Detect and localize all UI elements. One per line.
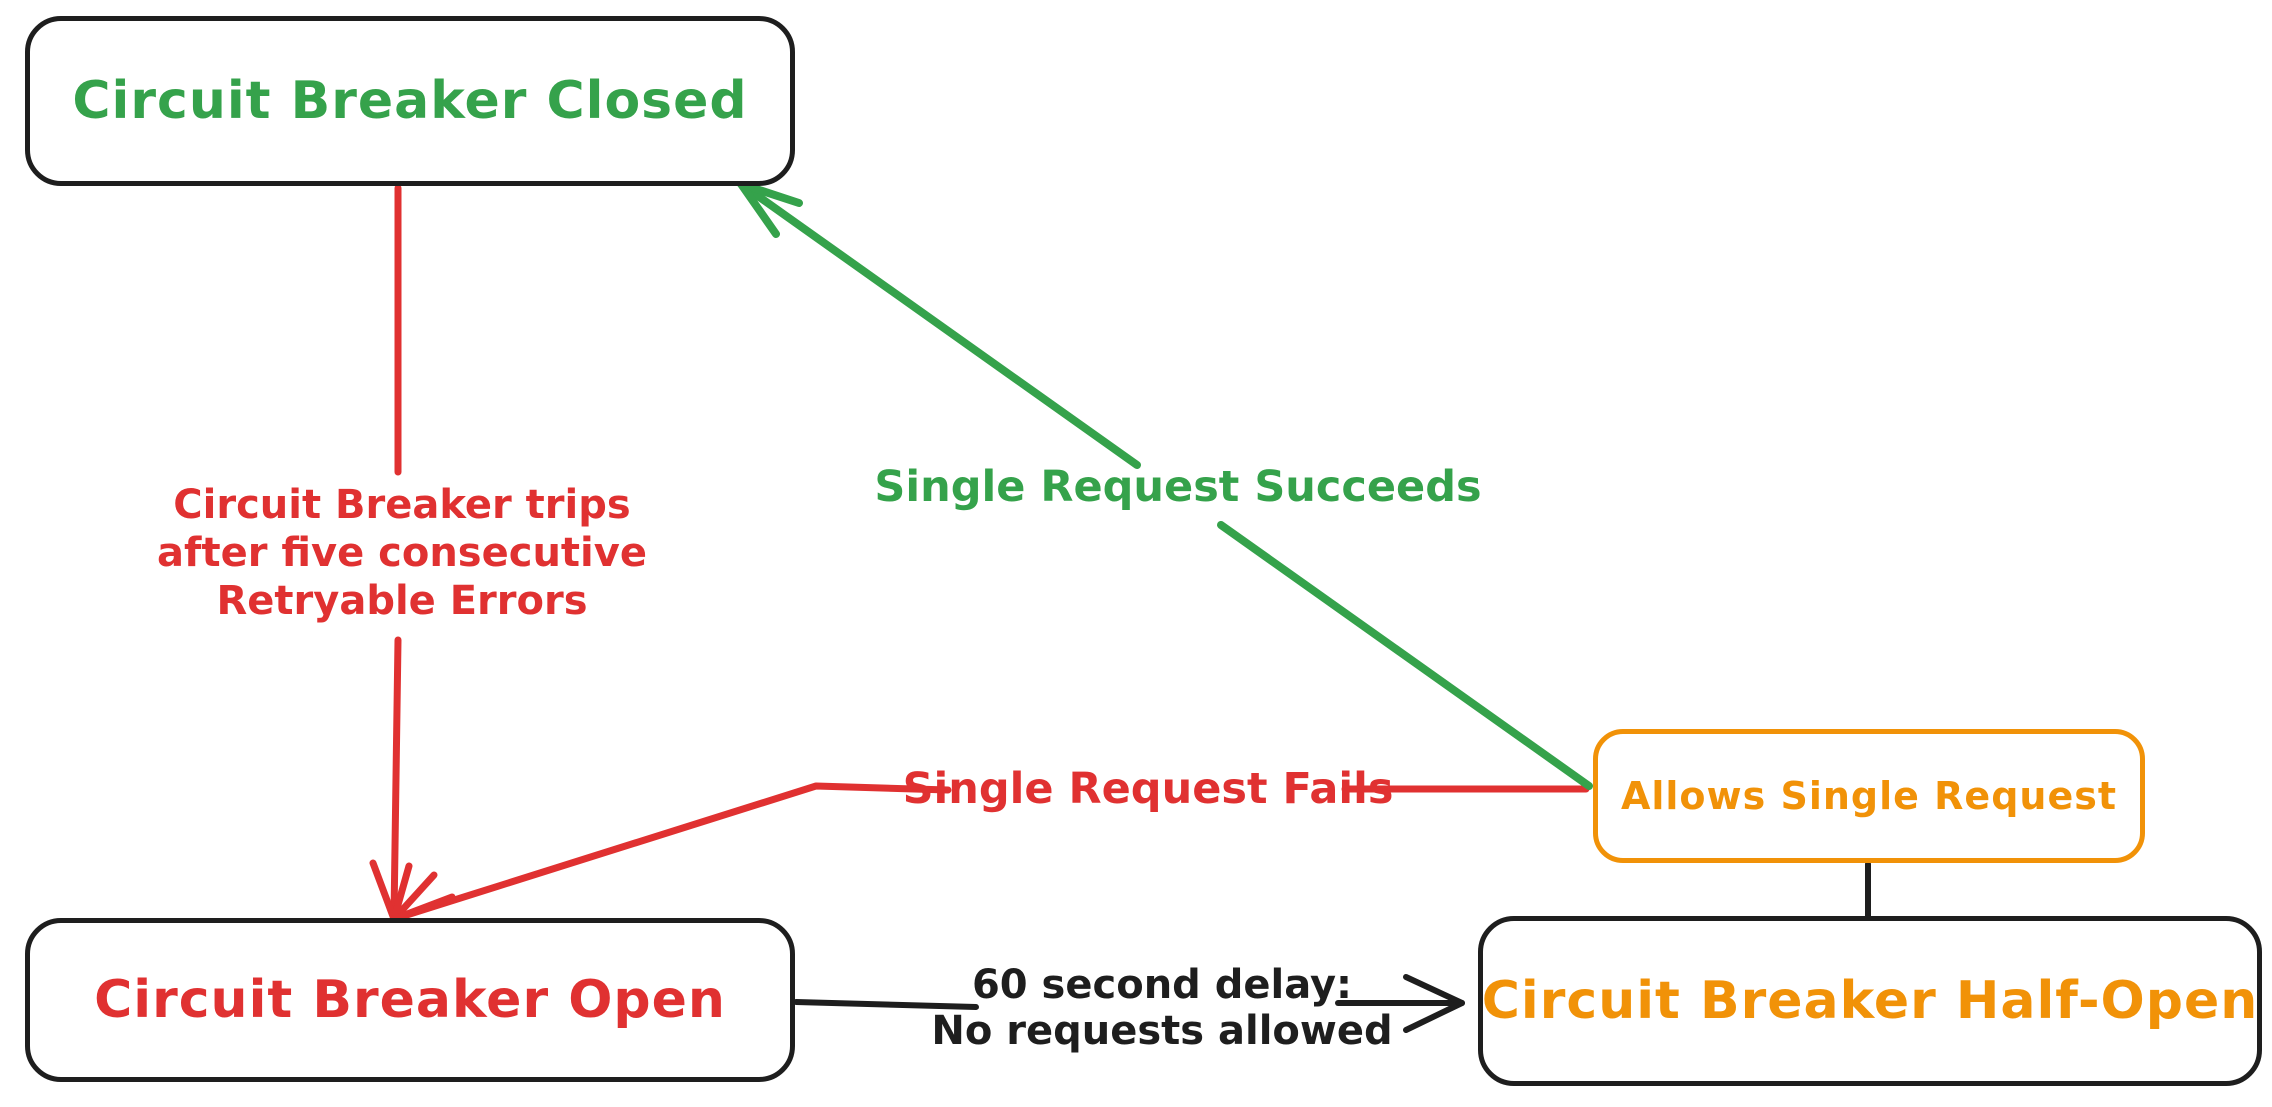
node-allows-single-request: Allows Single Request (1593, 729, 2145, 863)
node-open-label: Circuit Breaker Open (94, 970, 726, 1030)
edge-label-single-request-fails: Single Request Fails (902, 764, 1394, 814)
edge-label-trip: Circuit Breaker trips after five consecu… (157, 481, 647, 625)
node-circuit-breaker-closed: Circuit Breaker Closed (25, 16, 795, 186)
edge-label-delay: 60 second delay: No requests allowed (931, 962, 1392, 1054)
edge-label-trip-line2: after five consecutive (157, 530, 647, 576)
node-closed-label: Circuit Breaker Closed (72, 71, 748, 131)
node-allows-label: Allows Single Request (1620, 774, 2118, 818)
node-circuit-breaker-open: Circuit Breaker Open (25, 918, 795, 1082)
edge-label-trip-line1: Circuit Breaker trips (173, 482, 631, 528)
node-circuit-breaker-half-open: Circuit Breaker Half-Open (1478, 916, 2262, 1086)
node-half-open-label: Circuit Breaker Half-Open (1481, 971, 2259, 1031)
edge-label-delay-line1: 60 second delay: (971, 962, 1353, 1008)
edge-label-trip-line3: Retryable Errors (216, 578, 588, 624)
edge-label-single-request-succeeds: Single Request Succeeds (874, 462, 1482, 512)
edge-label-delay-line2: No requests allowed (931, 1008, 1393, 1054)
